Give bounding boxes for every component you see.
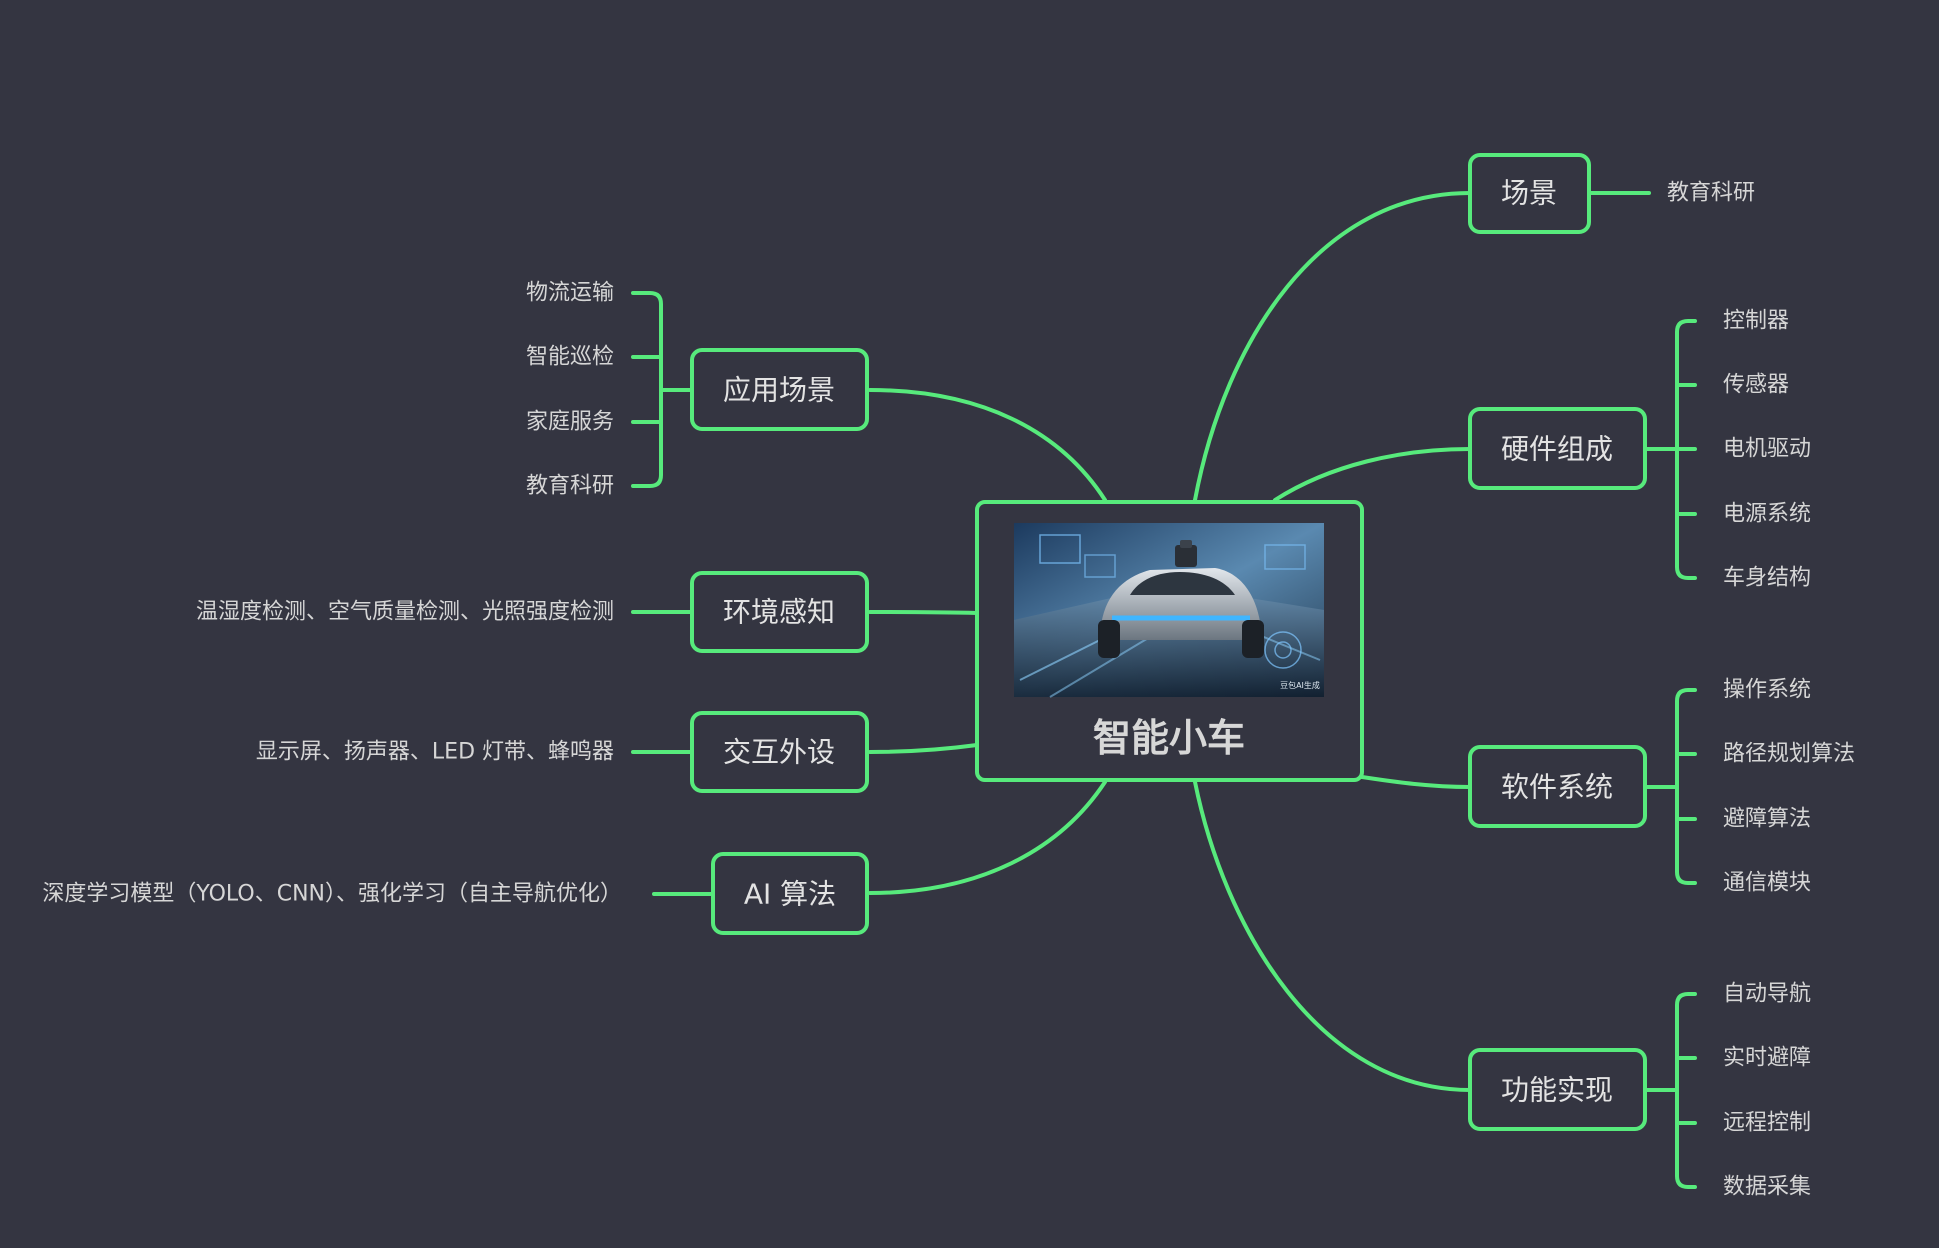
leaf-software-2[interactable]: 路径规划算法	[1723, 742, 1855, 767]
center-title: 智能小车	[1093, 716, 1245, 760]
center-node[interactable]: 豆包AI生成 智能小车	[975, 500, 1364, 782]
node-functions-box	[1468, 1048, 1647, 1131]
branch-interaction[interactable]: 交互外设 显示屏、扬声器、LED 灯带、蜂鸣器	[256, 711, 869, 793]
branch-hardware[interactable]: 硬件组成 控制器 传感器 电机驱动 电源系统 车身结构	[1468, 309, 1811, 591]
connector-interaction	[868, 743, 979, 754]
car-illustration: 豆包AI生成	[1014, 523, 1324, 698]
leaf-environment-1[interactable]: 温湿度检测、空气质量检测、光照强度检测	[196, 600, 614, 625]
leaf-ai-1[interactable]: 深度学习模型（YOLO、CNN）、强化学习（自主导航优化）	[42, 882, 622, 907]
leaf-hardware-1[interactable]: 控制器	[1723, 309, 1789, 334]
leaf-functions-3[interactable]: 远程控制	[1723, 1111, 1811, 1136]
node-software-box	[1468, 745, 1647, 828]
leaf-functions-4[interactable]: 数据采集	[1723, 1175, 1811, 1200]
leaf-interaction-1[interactable]: 显示屏、扬声器、LED 灯带、蜂鸣器	[256, 740, 614, 765]
branch-environment[interactable]: 环境感知 温湿度检测、空气质量检测、光照强度检测	[196, 571, 869, 653]
functions-leaf-bracket	[1645, 992, 1697, 1189]
leaf-software-4[interactable]: 通信模块	[1723, 871, 1811, 896]
leaf-hardware-2[interactable]: 传感器	[1723, 373, 1789, 398]
node-application-box	[690, 348, 869, 431]
node-scene-box	[1468, 153, 1591, 234]
node-application-label: 应用场景	[723, 374, 835, 407]
node-ai-box	[711, 852, 869, 935]
branch-connectors	[868, 191, 1472, 1092]
node-scene-label: 场景	[1501, 177, 1557, 210]
node-interaction-label: 交互外设	[723, 736, 835, 769]
leaf-hardware-4[interactable]: 电源系统	[1723, 502, 1811, 527]
leaf-hardware-3[interactable]: 电机驱动	[1723, 437, 1811, 462]
leaf-application-4[interactable]: 教育科研	[526, 474, 614, 499]
connector-environment	[868, 610, 979, 615]
leaf-application-1[interactable]: 物流运输	[526, 281, 614, 306]
leaf-functions-1[interactable]: 自动导航	[1723, 982, 1811, 1007]
node-hardware-label: 硬件组成	[1501, 433, 1613, 466]
branch-ai[interactable]: AI 算法 深度学习模型（YOLO、CNN）、强化学习（自主导航优化）	[42, 852, 869, 935]
leaf-application-3[interactable]: 家庭服务	[526, 410, 614, 435]
branch-scene[interactable]: 场景 教育科研	[1468, 153, 1755, 234]
leaf-application-2[interactable]: 智能巡检	[526, 345, 614, 370]
hardware-leaf-bracket	[1645, 319, 1697, 580]
branch-functions[interactable]: 功能实现 自动导航 实时避障 远程控制 数据采集	[1468, 982, 1811, 1200]
node-ai-label: AI 算法	[744, 878, 836, 911]
leaf-hardware-5[interactable]: 车身结构	[1723, 566, 1811, 591]
software-leaf-bracket	[1645, 688, 1697, 885]
branch-software[interactable]: 软件系统 操作系统 路径规划算法 避障算法 通信模块	[1468, 678, 1855, 896]
leaf-scene-1[interactable]: 教育科研	[1667, 181, 1755, 206]
leaf-functions-2[interactable]: 实时避障	[1723, 1046, 1811, 1071]
leaf-software-1[interactable]: 操作系统	[1723, 678, 1811, 703]
connector-hardware	[1273, 447, 1472, 502]
node-software-label: 软件系统	[1501, 771, 1613, 804]
connector-functions	[1193, 780, 1472, 1092]
image-watermark: 豆包AI生成	[1280, 680, 1320, 690]
node-hardware-box	[1468, 407, 1647, 490]
application-leaf-bracket	[631, 291, 692, 488]
connector-ai	[868, 780, 1107, 895]
connector-software	[1360, 775, 1472, 789]
node-functions-label: 功能实现	[1501, 1074, 1613, 1107]
connector-scene	[1193, 191, 1472, 502]
node-environment-label: 环境感知	[723, 596, 835, 629]
connector-application	[868, 388, 1107, 502]
leaf-software-3[interactable]: 避障算法	[1723, 807, 1811, 832]
branch-application[interactable]: 应用场景 物流运输 智能巡检 家庭服务 教育科研	[526, 281, 869, 499]
